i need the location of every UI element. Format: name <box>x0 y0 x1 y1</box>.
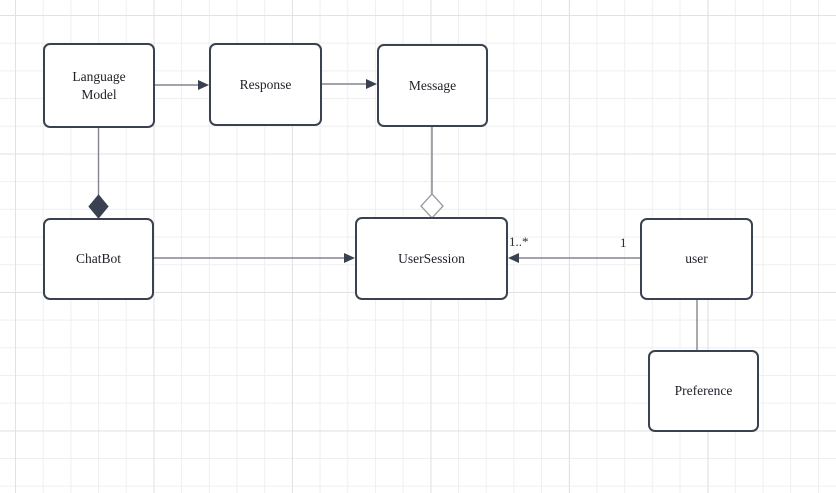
class-node-preference[interactable]: Preference <box>648 350 759 432</box>
node-label: Language Model <box>72 68 126 102</box>
class-node-response[interactable]: Response <box>209 43 322 126</box>
node-label: UserSession <box>398 250 465 266</box>
class-node-language-model[interactable]: Language Model <box>43 43 155 128</box>
node-label: Preference <box>674 383 733 399</box>
aggregation-diamond-icon <box>420 192 444 220</box>
node-label: Response <box>239 76 292 92</box>
multiplicity-label-usersession: 1..* <box>509 234 529 249</box>
arrowhead-icon <box>344 253 355 263</box>
multiplicity-label-user: 1 <box>620 235 627 250</box>
node-label: ChatBot <box>75 251 121 267</box>
composition-diamond-icon <box>88 194 109 219</box>
class-node-user[interactable]: user <box>640 218 753 300</box>
node-label: Message <box>408 77 457 93</box>
arrowhead-icon <box>198 80 209 90</box>
node-label: user <box>685 251 708 267</box>
class-node-chatbot[interactable]: ChatBot <box>43 218 154 300</box>
class-node-message[interactable]: Message <box>377 44 488 127</box>
class-node-usersession[interactable]: UserSession <box>355 217 508 300</box>
arrowhead-icon <box>508 253 519 263</box>
arrowhead-icon <box>366 79 377 89</box>
